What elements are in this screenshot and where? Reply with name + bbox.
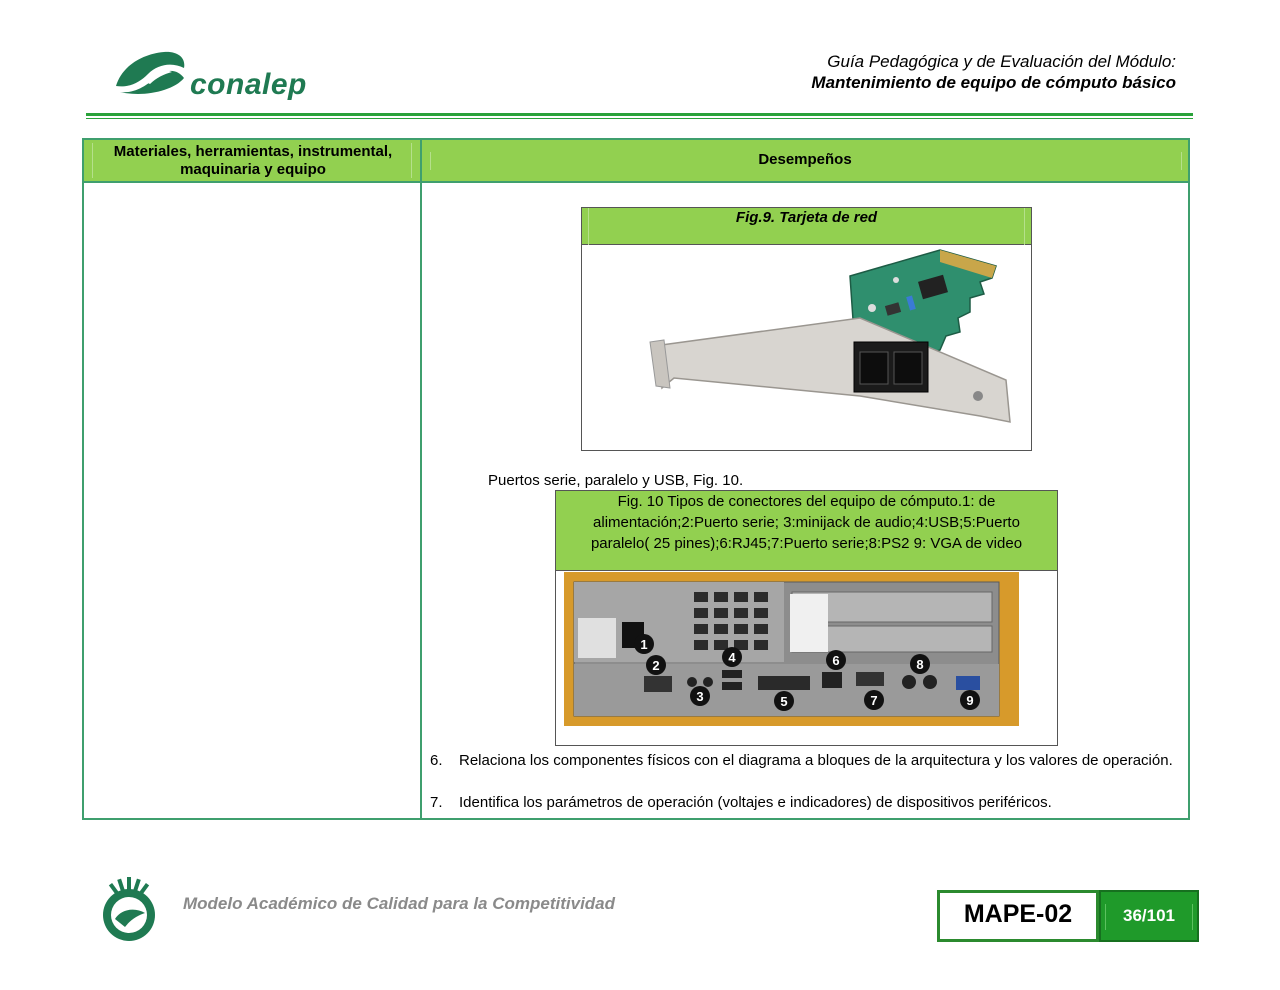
- materials-column-header: Materiales, herramientas, instrumental, …: [113, 143, 393, 178]
- header-cell-left: [84, 140, 420, 181]
- footer-tagline: Modelo Académico de Calidad para la Comp…: [183, 894, 616, 913]
- conalep-logo-mark: [116, 51, 185, 87]
- marker-8-label: 8: [916, 657, 923, 672]
- performance-column-header: Desempeños: [758, 151, 852, 168]
- column-divider: [420, 138, 422, 820]
- ports-description: Puertos serie, paralelo y USB, Fig. 10.: [488, 472, 744, 489]
- header-rule-thin: [86, 118, 1193, 119]
- content-table: [82, 138, 1190, 820]
- conalep-logo: [116, 51, 185, 94]
- guide-title: Guía Pedagógica y de Evaluación del Módu…: [827, 52, 1176, 71]
- figure-9-caption-cell: [582, 208, 1031, 245]
- header-row-divider: [84, 181, 1188, 183]
- marker-3-label: 3: [696, 689, 703, 704]
- header-cell-right: [422, 140, 1188, 181]
- marker-1: [634, 634, 654, 654]
- marker-1-label: 1: [640, 637, 647, 652]
- marker-3: [690, 686, 710, 706]
- figure-10-frame: [555, 490, 1058, 746]
- document-code: MAPE-02: [963, 900, 1073, 928]
- marker-5: [774, 691, 794, 711]
- marker-9-label: 9: [966, 693, 973, 708]
- marker-9: [960, 690, 980, 710]
- pc-rear-panel-image: 1 2 3 4 5 6 7 8 9: [564, 572, 1019, 726]
- network-card-image: [649, 249, 1011, 423]
- document-code-box: [937, 890, 1099, 942]
- marker-7: [864, 690, 884, 710]
- marker-6-label: 6: [832, 653, 839, 668]
- marker-4: [722, 647, 742, 667]
- marker-5-label: 5: [780, 694, 787, 709]
- header-rule: [86, 113, 1193, 116]
- list-item-text: Relaciona los componentes físicos con el…: [459, 752, 1173, 769]
- list-item-number: 6.: [430, 752, 443, 769]
- figure-9-frame: [581, 207, 1032, 451]
- page-number: 36/101: [1123, 906, 1175, 925]
- figure-9-caption: Fig.9. Tarjeta de red: [735, 209, 878, 226]
- brand-name: conalep: [190, 68, 307, 101]
- marker-7-label: 7: [870, 693, 877, 708]
- page-number-box: [1099, 890, 1199, 942]
- marker-2: [646, 655, 666, 675]
- figure-10-caption: Fig. 10 Tipos de conectores del equipo d…: [590, 493, 1023, 552]
- marker-6: [826, 650, 846, 670]
- module-title: Mantenimiento de equipo de cómputo básic…: [811, 73, 1176, 92]
- marker-8: [910, 654, 930, 674]
- marker-2-label: 2: [652, 658, 659, 673]
- model-seal-logo: [103, 877, 155, 941]
- list-item-number: 7.: [430, 794, 443, 811]
- figure-10-caption-cell: [556, 491, 1057, 571]
- marker-4-label: 4: [728, 650, 736, 665]
- list-item-text: Identifica los parámetros de operación (…: [459, 794, 1052, 811]
